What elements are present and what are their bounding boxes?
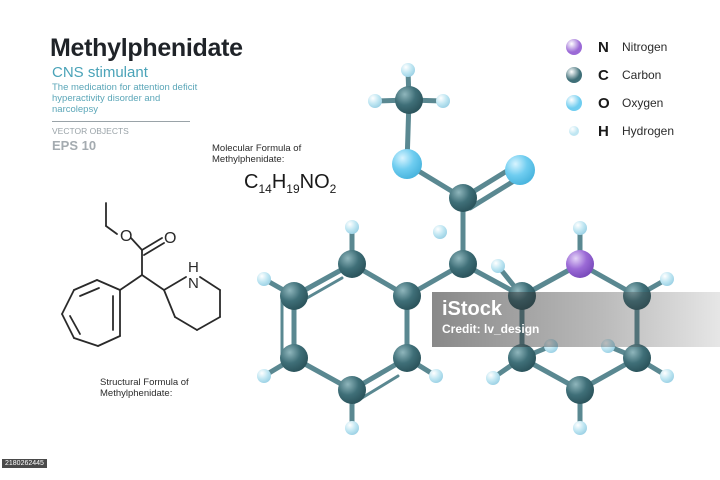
- hydrogen-atom: [257, 369, 271, 383]
- oxygen-atom: [392, 149, 422, 179]
- struct-bond: [105, 225, 118, 235]
- carbon-swatch: [566, 67, 582, 83]
- formula-c: C: [244, 171, 259, 193]
- struct-bond: [73, 279, 98, 291]
- carbon-atom: [393, 282, 421, 310]
- hydrogen-atom: [486, 371, 500, 385]
- struct-bond: [141, 237, 163, 251]
- struct-nh-hydrogen: H: [188, 259, 199, 276]
- legend-symbol: O: [598, 94, 610, 112]
- nitrogen-atom: [566, 250, 594, 278]
- hydrogen-atom: [345, 421, 359, 435]
- struct-bond: [163, 276, 187, 291]
- legend-item-oxygen: O Oxygen: [566, 92, 663, 114]
- struct-oxygen-carbonyl: O: [164, 230, 176, 247]
- hydrogen-atom: [345, 220, 359, 234]
- hydrogen-swatch: [569, 126, 579, 136]
- struct-bond: [61, 313, 75, 339]
- watermark-credit: Credit: lv_design: [442, 322, 540, 336]
- hydrogen-atom: [573, 421, 587, 435]
- structural-formula-caption: Structural Formula of Methylphenidate:: [100, 377, 189, 399]
- vector-objects-label: VECTOR OBJECTS: [52, 126, 129, 136]
- legend-name: Hydrogen: [622, 124, 675, 138]
- carbon-atom: [280, 344, 308, 372]
- hydrogen-atom: [401, 63, 415, 77]
- carbon-atom: [449, 250, 477, 278]
- description: The medication for attention deficit hyp…: [52, 82, 198, 115]
- struct-bond: [96, 279, 121, 291]
- carbon-atom: [338, 376, 366, 404]
- struct-oxygen-ether: O: [120, 228, 132, 245]
- struct-bond: [130, 237, 143, 251]
- legend-item-hydrogen: H Hydrogen: [566, 120, 674, 142]
- hydrogen-atom: [436, 94, 450, 108]
- struct-bond: [119, 274, 143, 291]
- molecular-formula-caption: Molecular Formula of Methylphenidate:: [212, 143, 302, 165]
- formula-n: N: [299, 171, 315, 193]
- carbon-atom: [395, 86, 423, 114]
- formula-c-count: 14: [258, 182, 272, 196]
- formula-h-count: 19: [286, 182, 300, 196]
- struct-bond: [141, 274, 165, 291]
- struct-bond: [143, 242, 165, 256]
- nitrogen-swatch: [566, 39, 582, 55]
- struct-bond: [79, 287, 100, 297]
- struct-bond: [61, 289, 75, 315]
- hydrogen-atom: [660, 369, 674, 383]
- page-title: Methylphenidate: [50, 34, 243, 62]
- hydrogen-atom: [660, 272, 674, 286]
- hydrogen-atom: [257, 272, 271, 286]
- legend-name: Nitrogen: [622, 40, 668, 54]
- hydrogen-atom: [491, 259, 505, 273]
- hydrogen-atom: [368, 94, 382, 108]
- struct-nh-nitrogen: N: [188, 275, 199, 292]
- hydrogen-atom: [573, 221, 587, 235]
- legend-symbol: N: [598, 38, 609, 56]
- hydrogen-atom: [429, 369, 443, 383]
- struct-bond: [73, 337, 99, 347]
- watermark-brand: iStock: [442, 298, 503, 320]
- legend-item-carbon: C Carbon: [566, 64, 661, 86]
- carbon-atom: [338, 250, 366, 278]
- formula-h: H: [271, 171, 287, 193]
- struct-bond: [196, 316, 221, 331]
- formula-o: O: [314, 171, 330, 193]
- oxygen-swatch: [566, 95, 582, 111]
- carbon-atom: [623, 344, 651, 372]
- divider: [52, 121, 190, 122]
- oxygen-atom: [505, 155, 535, 185]
- legend-name: Oxygen: [622, 96, 664, 110]
- carbon-atom: [280, 282, 308, 310]
- molecular-formula: C14H19NO2: [244, 171, 336, 196]
- carbon-atom: [449, 184, 477, 212]
- hydrogen-atom: [433, 225, 447, 239]
- struct-bond: [174, 316, 198, 331]
- watermark-banner: [432, 292, 720, 347]
- subtitle: CNS stimulant: [52, 64, 148, 81]
- legend-item-nitrogen: N Nitrogen: [566, 36, 667, 58]
- legend-name: Carbon: [622, 68, 662, 82]
- carbon-atom: [393, 344, 421, 372]
- carbon-atom: [566, 376, 594, 404]
- legend-symbol: H: [598, 122, 609, 140]
- formula-o-count: 2: [329, 182, 337, 196]
- struct-bond: [163, 289, 176, 318]
- legend-symbol: C: [598, 66, 609, 84]
- carbon-atom: [508, 344, 536, 372]
- struct-bond: [97, 335, 121, 347]
- stock-id: 2180262445: [2, 459, 47, 468]
- struct-bond: [199, 276, 221, 291]
- struct-bond: [69, 315, 81, 335]
- eps-label: EPS 10: [52, 138, 97, 153]
